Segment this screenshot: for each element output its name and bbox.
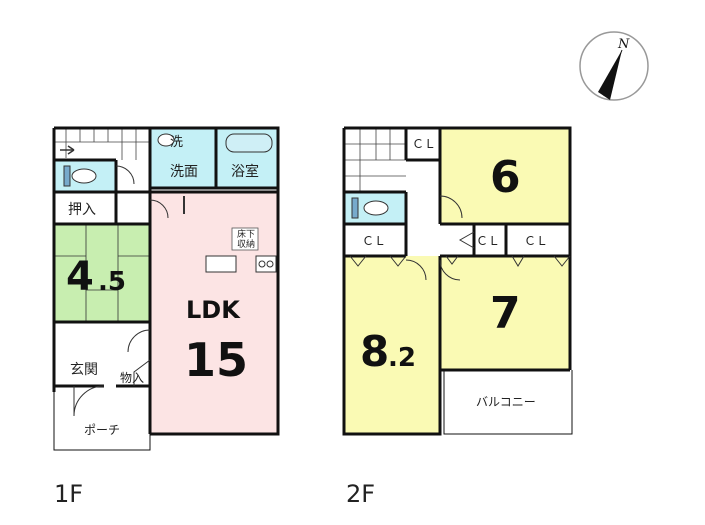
- oshiire-label: 押入: [68, 202, 96, 218]
- senmen-label: 洗面: [170, 164, 198, 180]
- closet-label-3: ＣＬ: [476, 234, 500, 248]
- closet-label-2: ＣＬ: [362, 234, 386, 248]
- compass-north-label: N: [617, 37, 630, 52]
- floor-1-label: 1F: [54, 480, 84, 508]
- doors-2f: [349, 195, 571, 281]
- room-7-fill: [440, 256, 570, 370]
- room-7-size: 7: [490, 288, 521, 339]
- yukashita-label-2: 収納: [237, 238, 255, 250]
- room-6-size: 6: [490, 152, 521, 203]
- closet-label-4: ＣＬ: [524, 234, 548, 248]
- doors-1f: [73, 165, 185, 417]
- room-6-fill: [440, 128, 570, 224]
- monoire-label: 物入: [120, 371, 144, 385]
- yokushitsu-label: 浴室: [231, 163, 259, 180]
- floor-2-plan: ＣＬ ＣＬ ＣＬ ＣＬ 6 7 8 .2 バルコニー: [342, 126, 573, 436]
- floor-2-label: 2F: [346, 480, 376, 508]
- floor-1-plan: 洗 洗面 浴室 押入 4 .5 床下 収納 LDK 15 玄関 物入 ポーチ: [52, 126, 280, 451]
- stairs-1f: [54, 128, 150, 160]
- washitsu-fill: [54, 224, 150, 322]
- room-8-fill: [344, 256, 440, 434]
- compass-needle-icon: [598, 50, 622, 100]
- compass: N: [579, 31, 649, 101]
- walls-1f: [52, 126, 280, 436]
- fixtures-2f: [351, 197, 389, 219]
- fixtures-1f: [63, 133, 277, 273]
- room-8-size-int: 8: [360, 327, 389, 376]
- yukashita-label-1: 床下: [237, 228, 255, 240]
- washitsu-size-dec: .5: [98, 267, 126, 297]
- genkan-label: 玄関: [70, 361, 98, 378]
- closet-label-1: ＣＬ: [412, 137, 436, 151]
- tatami-lines: [54, 224, 150, 322]
- ldk-size: 15: [184, 333, 248, 387]
- balcony-label: バルコニー: [476, 395, 536, 409]
- washitsu-size-int: 4: [66, 254, 94, 300]
- porch-label: ポーチ: [84, 423, 120, 437]
- stairs-2f: [344, 128, 406, 192]
- room-8-size-dec: .2: [388, 343, 416, 373]
- sen-label: 洗: [170, 135, 183, 150]
- ldk-label: LDK: [186, 296, 241, 324]
- walls-2f: [342, 126, 572, 436]
